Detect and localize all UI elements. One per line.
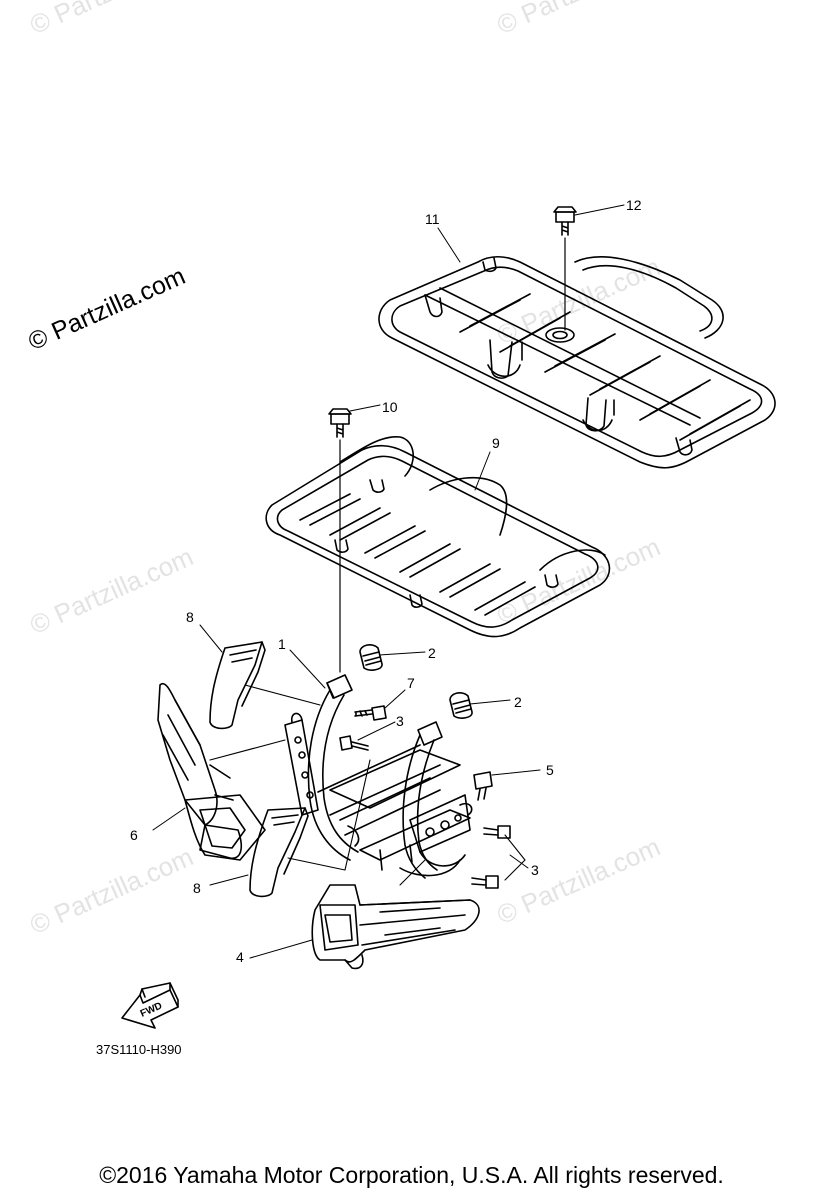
rear-carrier-11 — [378, 255, 776, 469]
callout-leaders — [152, 204, 625, 959]
callout-8-upper: 8 — [186, 609, 194, 625]
callout-7: 7 — [407, 675, 415, 691]
bolt-12 — [553, 206, 577, 331]
copyright-footer: ©2016 Yamaha Motor Corporation, U.S.A. A… — [99, 1162, 724, 1188]
bolt-3-lower-b — [471, 875, 499, 889]
callout-6: 6 — [130, 827, 138, 843]
bolt-10 — [328, 408, 352, 673]
bolt-3-lower-a — [483, 825, 511, 839]
front-carrier-9 — [265, 436, 611, 638]
cap-2-left — [359, 643, 383, 671]
guard-panel-4 — [311, 884, 480, 970]
pad-8-upper — [209, 641, 266, 730]
cap-2-right — [449, 691, 473, 719]
callout-11: 11 — [425, 211, 440, 227]
fwd-arrow-icon — [121, 982, 179, 1029]
callout-1: 1 — [278, 636, 286, 652]
callout-12: 12 — [626, 197, 642, 213]
callout-8-lower: 8 — [193, 880, 201, 896]
callout-9: 9 — [492, 435, 500, 451]
callout-2-left: 2 — [428, 645, 436, 661]
callout-4: 4 — [236, 949, 244, 965]
pad-8-lower — [249, 807, 309, 898]
callout-2-right: 2 — [514, 694, 522, 710]
guard-panel-6 — [157, 682, 266, 861]
callout-5: 5 — [546, 762, 554, 778]
bolt-7 — [354, 705, 387, 721]
callout-10: 10 — [382, 399, 398, 415]
front-guard-1 — [284, 674, 473, 879]
callout-3-lower: 3 — [531, 862, 539, 878]
bolt-5 — [473, 771, 493, 801]
diagram-code: 37S1110-H390 — [96, 1042, 182, 1057]
callout-numbers: 12 11 10 9 8 1 2 7 3 2 5 6 3 8 4 FWD — [130, 197, 642, 1020]
reference-lines — [209, 684, 526, 886]
callout-3-upper: 3 — [396, 713, 404, 729]
bolt-3-upper — [339, 735, 369, 751]
